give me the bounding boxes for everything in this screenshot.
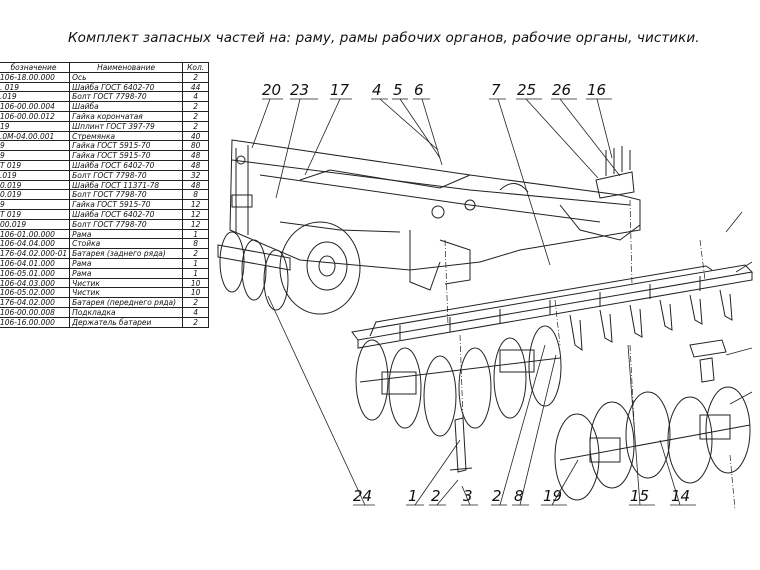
- callout-7: 7: [491, 81, 501, 99]
- main-frame-drawing: [229, 139, 641, 291]
- callout-15: 15: [630, 487, 649, 505]
- callout-labels: 20 23 17 4 5 6 7 25 26 16 24 1 2 3 2 8 1…: [262, 81, 690, 505]
- rear-disc-gang-drawing: [554, 386, 751, 501]
- callout-19: 19: [543, 487, 562, 505]
- callout-3: 3: [463, 487, 473, 505]
- callout-23: 23: [290, 81, 309, 99]
- working-body-beam-drawing: [351, 264, 754, 349]
- callout-26: 26: [552, 81, 571, 99]
- callout-leader-lines: [251, 98, 753, 506]
- callout-5: 5: [393, 81, 403, 99]
- callout-6: 6: [414, 81, 424, 99]
- callout-25: 25: [517, 81, 536, 99]
- callout-2-second: 2: [492, 487, 502, 505]
- left-disc-gang-drawing: [217, 231, 291, 311]
- battery-holder-drawing: [689, 339, 727, 383]
- cell-quantity: 2: [182, 316, 210, 328]
- stand-drawing: [449, 417, 473, 473]
- hardware-group-drawing: [595, 146, 635, 199]
- page-title: Комплект запасных частей на: раму, рамы …: [68, 30, 700, 46]
- transport-wheel-drawing: [279, 221, 361, 315]
- callout-4: 4: [372, 81, 382, 99]
- callout-16: 16: [587, 81, 606, 99]
- callout-2: 2: [431, 487, 441, 505]
- callout-14: 14: [671, 487, 690, 505]
- front-disc-gang-drawing: [355, 325, 562, 437]
- assembly-axis-lines: [444, 199, 736, 511]
- callout-17: 17: [330, 81, 350, 99]
- callout-1: 1: [408, 487, 418, 505]
- callout-24: 24: [353, 487, 372, 505]
- callout-20: 20: [262, 81, 281, 99]
- cell-designation: 106-16.00.000: [0, 316, 71, 328]
- parts-table: бозначение Наименование Кол. 106-18.00.0…: [0, 62, 210, 328]
- scrapers-drawing: [569, 289, 733, 352]
- callout-8: 8: [514, 487, 524, 505]
